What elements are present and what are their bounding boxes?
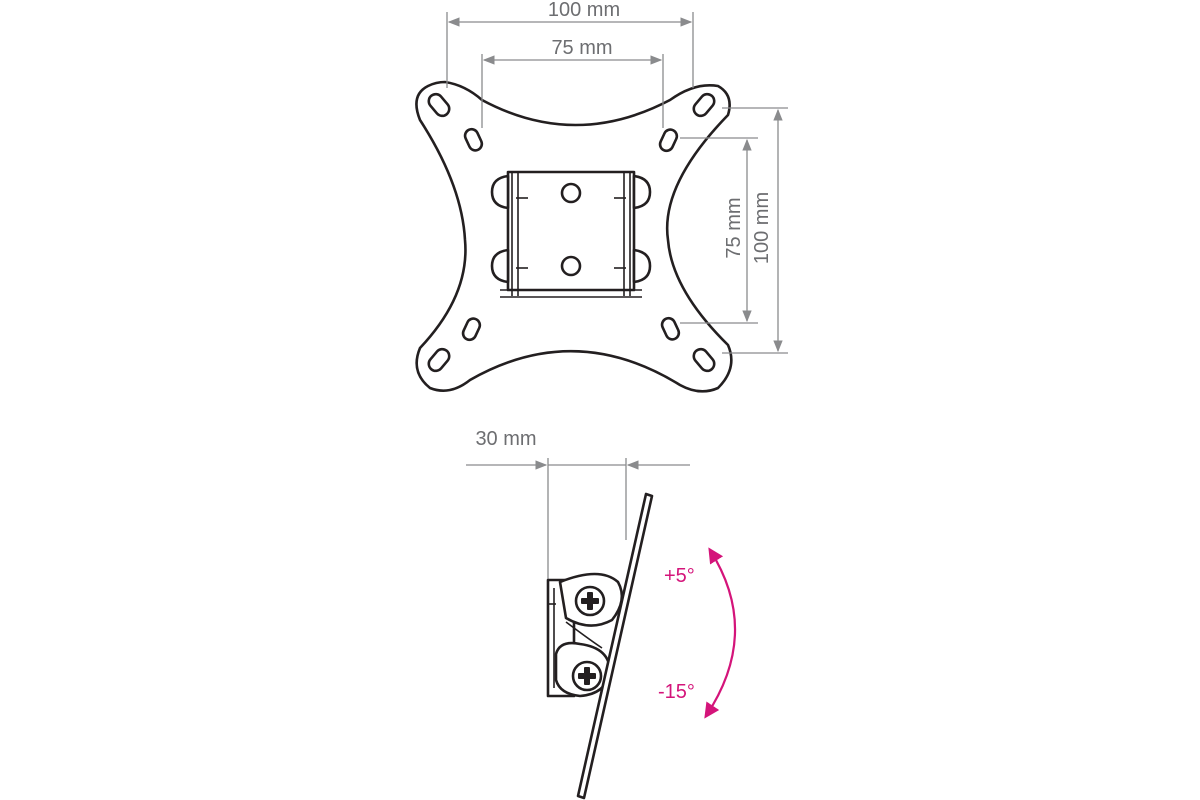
side-view: 30 mm +5° -15° (466, 428, 737, 800)
front-view: 100 mm 75 mm 75 mm 100 mm (415, 0, 788, 393)
tilted-plate (576, 492, 654, 800)
dimension-label-100mm-side: 100 mm (751, 192, 773, 264)
slot-holes-100 (427, 92, 716, 373)
pivot-screw-lower (571, 660, 603, 692)
dimension-75-horizontal: 75 mm (481, 37, 664, 128)
slot-holes-75 (461, 127, 681, 342)
center-bracket (490, 170, 652, 298)
dimension-label-75mm-side: 75 mm (723, 197, 745, 258)
pivot-screw-upper (574, 585, 606, 617)
tilt-arc (704, 547, 737, 719)
dimension-75-vertical: 75 mm (680, 137, 758, 324)
tilt-up-label: +5° (664, 565, 695, 587)
dimension-100-horizontal: 100 mm (446, 0, 694, 88)
dimension-label-100mm-top: 100 mm (548, 0, 620, 21)
dimension-30-depth: 30 mm (466, 428, 690, 590)
tilt-down-label: -15° (658, 681, 695, 703)
dimension-label-75mm-top: 75 mm (551, 37, 612, 59)
dimension-100-vertical: 100 mm (722, 107, 788, 354)
dimension-label-30mm: 30 mm (475, 428, 536, 450)
